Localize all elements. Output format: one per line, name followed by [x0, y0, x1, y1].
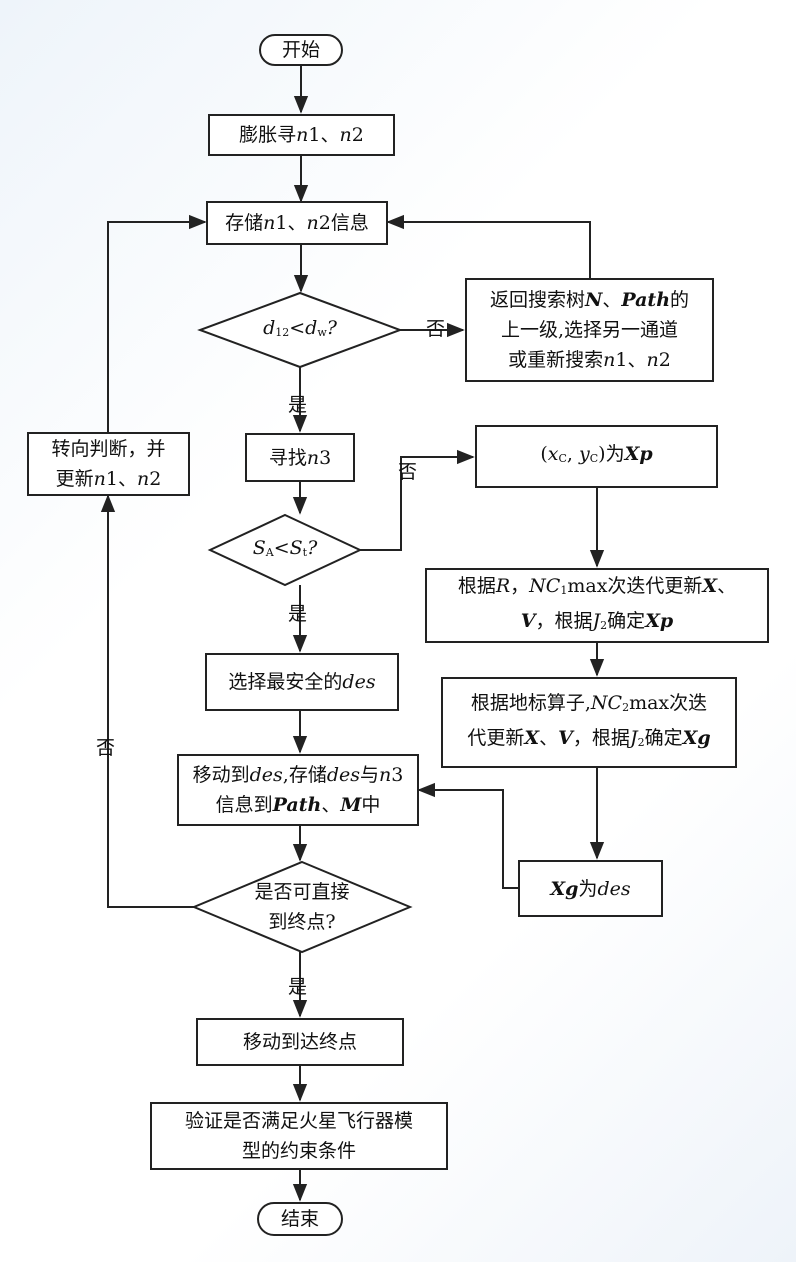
edge-cond-end-turn	[100, 494, 194, 908]
turn-line-2: 更新n1、n2	[55, 468, 162, 490]
move-end-label: 移动到达终点	[242, 1031, 357, 1053]
decision-d12-text: d12<dw?	[263, 316, 337, 339]
move-des-box: 移动到des,存储des与n3 信息到Path、M中	[177, 754, 419, 826]
end-terminal: 结束	[257, 1202, 343, 1236]
label-yes-sa: 是	[288, 603, 308, 625]
turn-line-1: 转向判断，并	[51, 438, 166, 460]
expand-box: 膨胀寻n1、n2	[208, 114, 395, 156]
store-label: 存储n1、n2信息	[225, 212, 369, 234]
decision-end-text: 是否可直接 到终点?	[214, 877, 390, 937]
update1-line-1: 根据R，NC1max次迭代更新X、	[457, 574, 737, 597]
return-box: 返回搜索树N、Path的 上一级,选择另一通道 或重新搜索n1、n2	[465, 278, 714, 382]
decision-end-shape	[191, 860, 413, 954]
update1-line-2: V，根据J2确定Xp	[520, 609, 674, 632]
label-no-end: 否	[96, 737, 116, 759]
return-line-3: 或重新搜索n1、n2	[508, 349, 671, 371]
return-line-1: 返回搜索树N、Path的	[489, 289, 690, 311]
label-no-d12: 否	[426, 318, 446, 340]
update2-line-2: 代更新X、V，根据J2确定Xg	[467, 726, 711, 749]
return-line-2: 上一级,选择另一通道	[500, 319, 679, 341]
xg-des-label: Xg为des	[550, 877, 631, 900]
end-label: 结束	[280, 1208, 319, 1230]
edge-cond-s-xc	[360, 449, 475, 551]
decision-sa-shape	[207, 513, 363, 587]
label-yes-end: 是	[288, 976, 308, 998]
start-terminal: 开始	[259, 34, 343, 66]
expand-label: 膨胀寻n1、n2	[239, 124, 364, 146]
update2-box: 根据地标算子,NC2max次迭 代更新X、V，根据J2确定Xg	[441, 677, 737, 768]
store-box: 存储n1、n2信息	[206, 201, 388, 245]
edge-xgdes-move	[417, 782, 518, 889]
label-no-sa: 否	[398, 461, 418, 483]
update1-box: 根据R，NC1max次迭代更新X、 V，根据J2确定Xp	[425, 568, 769, 643]
move-des-line-2: 信息到Path、M中	[215, 794, 381, 816]
decision-end-line-1: 是否可直接	[254, 881, 350, 903]
select-des-box: 选择最安全的des	[205, 653, 399, 711]
move-des-line-1: 移动到des,存储des与n3	[192, 764, 404, 786]
update2-line-1: 根据地标算子,NC2max次迭	[470, 691, 708, 714]
verify-box: 验证是否满足火星飞行器模 型的约束条件	[150, 1102, 448, 1170]
xc-yc-label: (xC, yC)为Xp	[540, 443, 653, 465]
find-n3-box: 寻找n3	[245, 433, 355, 482]
xg-des-box: Xg为des	[518, 860, 663, 917]
decision-sa-text: SA<St?	[252, 536, 318, 559]
xc-yc-box: (xC, yC)为Xp	[475, 425, 718, 488]
verify-line-2: 型的约束条件	[241, 1140, 356, 1162]
edge-turn-store	[107, 214, 207, 432]
decision-end-line-2: 到终点?	[268, 911, 336, 933]
label-yes-d12: 是	[288, 394, 308, 416]
find-n3-label: 寻找n3	[268, 446, 332, 469]
edge-return-store	[386, 214, 591, 278]
move-end-box: 移动到达终点	[196, 1018, 404, 1066]
turn-box: 转向判断，并 更新n1、n2	[27, 432, 190, 496]
select-des-label: 选择最安全的des	[228, 671, 376, 693]
verify-line-1: 验证是否满足火星飞行器模	[184, 1110, 413, 1132]
start-label: 开始	[281, 39, 320, 61]
